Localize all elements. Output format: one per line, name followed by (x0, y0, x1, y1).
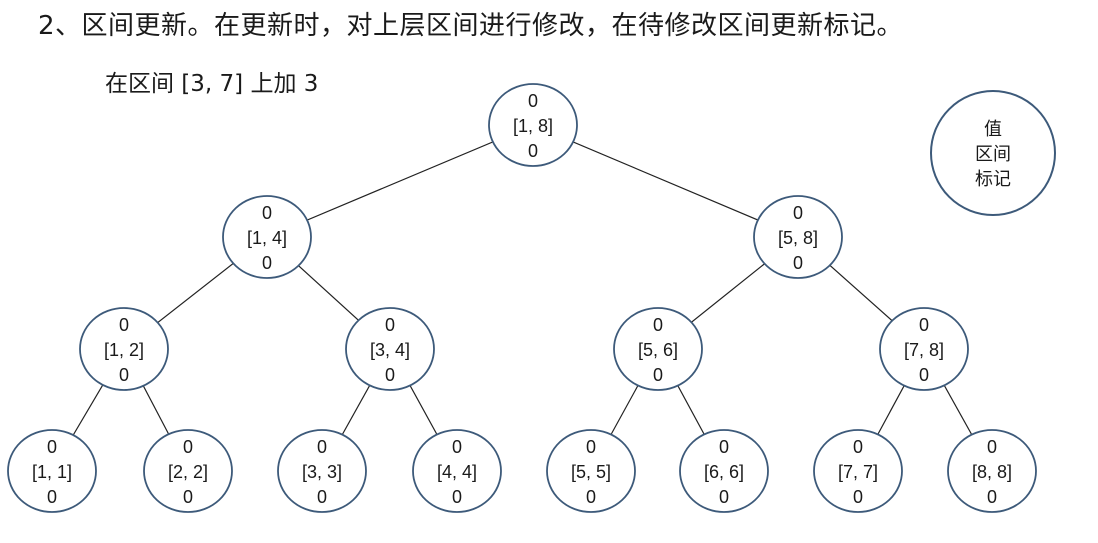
node-circle (277, 429, 367, 513)
node-mark: 0 (653, 365, 663, 385)
tree-node: 0 [8, 8] 0 (947, 429, 1037, 513)
node-mark: 0 (528, 141, 538, 161)
node-value: 0 (183, 437, 193, 457)
node-circle (546, 429, 636, 513)
node-interval: [1, 2] (104, 340, 144, 360)
tree-node: 0 [1, 8] 0 (488, 83, 578, 167)
node-mark: 0 (853, 487, 863, 507)
node-interval: [1, 8] (513, 116, 553, 136)
node-interval: [5, 6] (638, 340, 678, 360)
node-value: 0 (119, 315, 129, 335)
node-circle (488, 83, 578, 167)
node-interval: [5, 8] (778, 228, 818, 248)
legend-circle (930, 90, 1056, 216)
node-interval: [1, 1] (32, 462, 72, 482)
node-value: 0 (853, 437, 863, 457)
node-circle (412, 429, 502, 513)
tree-node: 0 [7, 8] 0 (879, 307, 969, 391)
tree-node: 0 [2, 2] 0 (143, 429, 233, 513)
node-interval: [2, 2] (168, 462, 208, 482)
node-value: 0 (47, 437, 57, 457)
node-circle (879, 307, 969, 391)
tree-node: 0 [6, 6] 0 (679, 429, 769, 513)
tree-node: 0 [7, 7] 0 (813, 429, 903, 513)
node-value: 0 (653, 315, 663, 335)
node-value: 0 (793, 203, 803, 223)
tree-edge (266, 124, 534, 238)
node-circle (947, 429, 1037, 513)
node-mark: 0 (262, 253, 272, 273)
tree-node: 0 [3, 4] 0 (345, 307, 435, 391)
tree-node: 0 [3, 3] 0 (277, 429, 367, 513)
node-mark: 0 (317, 487, 327, 507)
node-mark: 0 (452, 487, 462, 507)
node-value: 0 (452, 437, 462, 457)
node-mark: 0 (47, 487, 57, 507)
node-interval: [6, 6] (704, 462, 744, 482)
node-interval: [8, 8] (972, 462, 1012, 482)
node-circle (143, 429, 233, 513)
tree-node: 0 [1, 1] 0 (7, 429, 97, 513)
legend-mark-label: 标记 (975, 169, 1011, 190)
operation-caption: 在区间 [3, 7] 上加 3 (105, 71, 319, 97)
node-circle (613, 307, 703, 391)
node-mark: 0 (987, 487, 997, 507)
node-mark: 0 (919, 365, 929, 385)
node-interval: [3, 3] (302, 462, 342, 482)
legend-node: 值 区间 标记 (930, 90, 1056, 216)
node-mark: 0 (586, 487, 596, 507)
tree-node: 0 [5, 5] 0 (546, 429, 636, 513)
node-circle (679, 429, 769, 513)
node-circle (222, 195, 312, 279)
node-value: 0 (719, 437, 729, 457)
node-value: 0 (385, 315, 395, 335)
node-mark: 0 (793, 253, 803, 273)
page-heading: 2、区间更新。在更新时，对上层区间进行修改，在待修改区间更新标记。 (38, 11, 904, 41)
node-circle (813, 429, 903, 513)
tree-node: 0 [1, 4] 0 (222, 195, 312, 279)
node-value: 0 (586, 437, 596, 457)
node-interval: [7, 8] (904, 340, 944, 360)
tree-node: 0 [5, 6] 0 (613, 307, 703, 391)
node-interval: [1, 4] (247, 228, 287, 248)
node-circle (79, 307, 169, 391)
legend-interval-label: 区间 (975, 144, 1011, 165)
tree-node: 0 [4, 4] 0 (412, 429, 502, 513)
node-value: 0 (987, 437, 997, 457)
node-circle (7, 429, 97, 513)
edges-layer (51, 124, 993, 472)
node-interval: [4, 4] (437, 462, 477, 482)
tree-edge (532, 124, 799, 238)
nodes-layer: 0[1, 8]00[1, 4]00[5, 8]00[1, 2]00[3, 4]0… (7, 83, 1037, 513)
node-circle (345, 307, 435, 391)
node-value: 0 (528, 91, 538, 111)
legend-value-label: 值 (984, 119, 1002, 140)
node-value: 0 (317, 437, 327, 457)
node-circle (753, 195, 843, 279)
node-mark: 0 (119, 365, 129, 385)
node-interval: [5, 5] (571, 462, 611, 482)
node-value: 0 (262, 203, 272, 223)
node-mark: 0 (719, 487, 729, 507)
node-interval: [3, 4] (370, 340, 410, 360)
node-mark: 0 (385, 365, 395, 385)
node-interval: [7, 7] (838, 462, 878, 482)
node-mark: 0 (183, 487, 193, 507)
tree-node: 0 [1, 2] 0 (79, 307, 169, 391)
node-value: 0 (919, 315, 929, 335)
tree-node: 0 [5, 8] 0 (753, 195, 843, 279)
